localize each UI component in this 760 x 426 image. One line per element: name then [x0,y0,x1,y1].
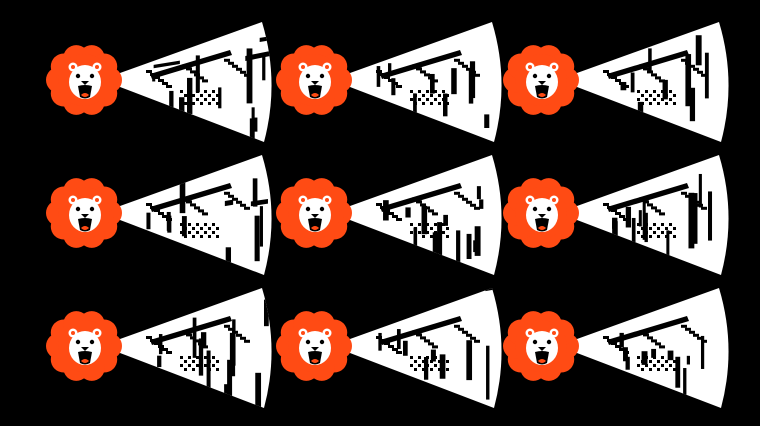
stylized-glyph-strokes [603,173,713,262]
stylized-glyph-strokes [376,183,484,275]
megaphone-beam [120,22,272,142]
megaphone-beam [577,155,729,275]
lion-megaphone-tile [503,288,729,408]
megaphone-beam [350,288,502,408]
shouting-lion-icon [276,178,352,248]
shouting-lion-icon [46,178,122,248]
stylized-glyph-strokes [145,288,269,408]
lion-megaphone-tile [276,22,502,142]
shouting-lion-icon [503,45,579,115]
lion-megaphone-tile [46,288,272,408]
megaphone-beam [350,22,502,142]
lion-megaphone-tile [276,155,502,275]
shouting-lion-icon [276,45,352,115]
shouting-lion-icon [46,45,122,115]
stylized-glyph-strokes [146,155,268,275]
shouting-lion-icon [276,311,352,381]
stylized-glyph-strokes [603,316,707,408]
megaphone-beam [577,288,729,408]
shouting-lion-icon [46,311,122,381]
shouting-lion-icon [503,178,579,248]
lion-megaphone-tile [503,22,729,142]
lion-megaphone-tile [276,288,502,408]
lion-megaphone-tile [46,22,272,142]
megaphone-beam [120,155,272,275]
lion-megaphone-tile [503,155,729,275]
lion-megaphone-tile [46,155,272,275]
shouting-lion-icon [503,311,579,381]
